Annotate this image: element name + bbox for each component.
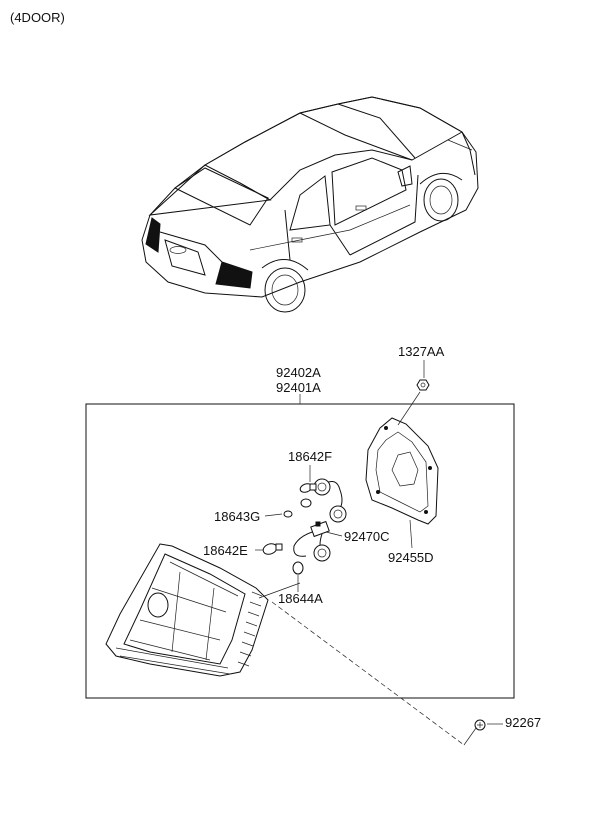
nut-1327AA <box>416 379 430 391</box>
label-92455D: 92455D <box>388 550 434 565</box>
bulb-18642F <box>299 483 317 493</box>
label-18642E: 18642E <box>203 543 248 558</box>
label-18643G: 18643G <box>214 509 260 524</box>
screw-92267 <box>474 719 486 731</box>
label-92401A: 92401A <box>276 380 321 395</box>
leader-lines <box>255 360 503 746</box>
label-92470C: 92470C <box>344 529 390 544</box>
label-18642F: 18642F <box>288 449 332 464</box>
label-92402A: 92402A <box>276 365 321 380</box>
variant-label: (4DOOR) <box>10 10 65 25</box>
label-18644A: 18644A <box>278 591 323 606</box>
rear-combination-lamp <box>105 543 269 677</box>
bulb-18642E <box>262 543 283 555</box>
sockets <box>313 478 347 562</box>
bulb-18644A <box>292 561 304 575</box>
bulb-18643G <box>283 498 312 518</box>
gasket-92455D <box>365 417 439 525</box>
label-92267: 92267 <box>505 715 541 730</box>
car-illustration <box>141 96 479 313</box>
label-1327AA: 1327AA <box>398 344 445 359</box>
